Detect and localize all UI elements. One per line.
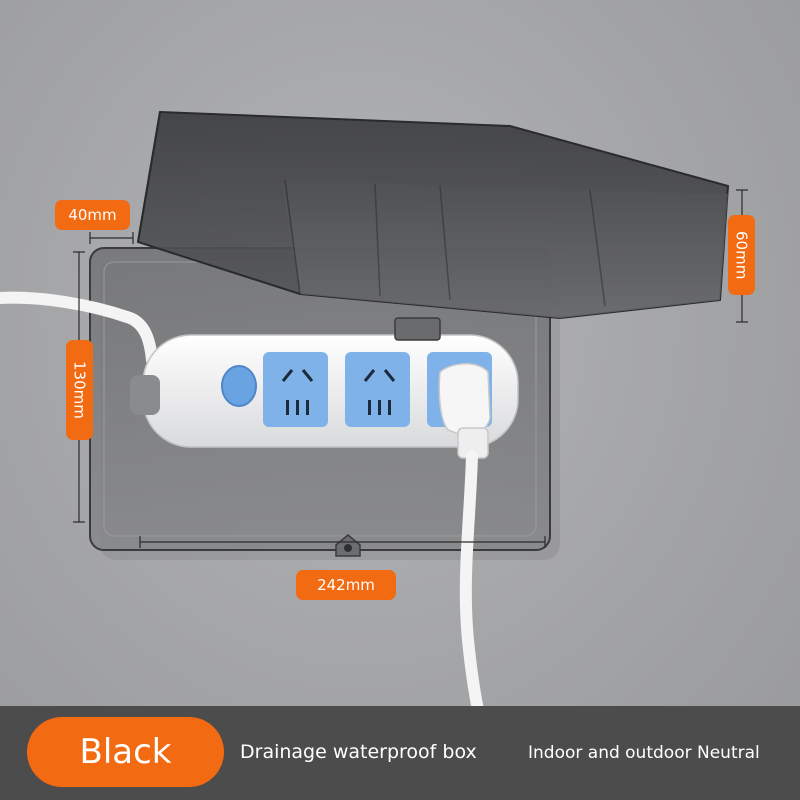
- lid: [136, 110, 730, 320]
- strip-cord-clamp: [130, 375, 160, 415]
- input-cord: [0, 291, 158, 366]
- usage-label: Indoor and outdoor Neutral: [528, 743, 760, 763]
- hinge-tab: [394, 317, 441, 341]
- color-badge: Black: [27, 717, 224, 787]
- output-cord: [459, 450, 484, 716]
- power-switch: [221, 365, 257, 407]
- dimension-lines: [73, 189, 748, 548]
- plug: [438, 363, 491, 459]
- lid-height-dimension-label: 60mm: [728, 215, 755, 295]
- socket-1: [263, 352, 328, 427]
- hook-hole: [344, 544, 352, 552]
- socket-2: [345, 352, 410, 427]
- depth-dimension-label: 40mm: [55, 200, 130, 230]
- product-label: Drainage waterproof box: [240, 741, 477, 763]
- height-dimension-label: 130mm: [66, 340, 93, 440]
- width-dimension-label: 242mm: [296, 570, 396, 600]
